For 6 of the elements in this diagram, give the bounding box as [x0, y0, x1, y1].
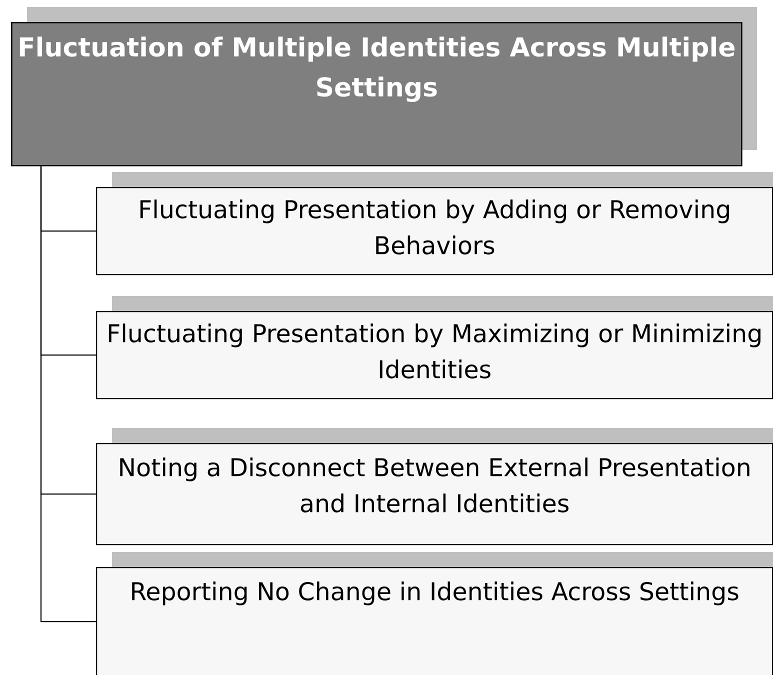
category-box: Fluctuating Presentation by Maximizing or Minimizing Identities — [96, 311, 773, 400]
connector-line — [40, 166, 96, 622]
category-box: Noting a Disconnect Between External Presentation and Internal Identities — [96, 443, 773, 546]
category-box: Reporting No Change in Identities Across Settings — [96, 567, 773, 675]
category-box: Fluctuating Presentation by Adding or Removing Behaviors — [96, 187, 773, 276]
heading-box: Fluctuation of Multiple Identities Across Multiple Settings — [11, 22, 742, 166]
